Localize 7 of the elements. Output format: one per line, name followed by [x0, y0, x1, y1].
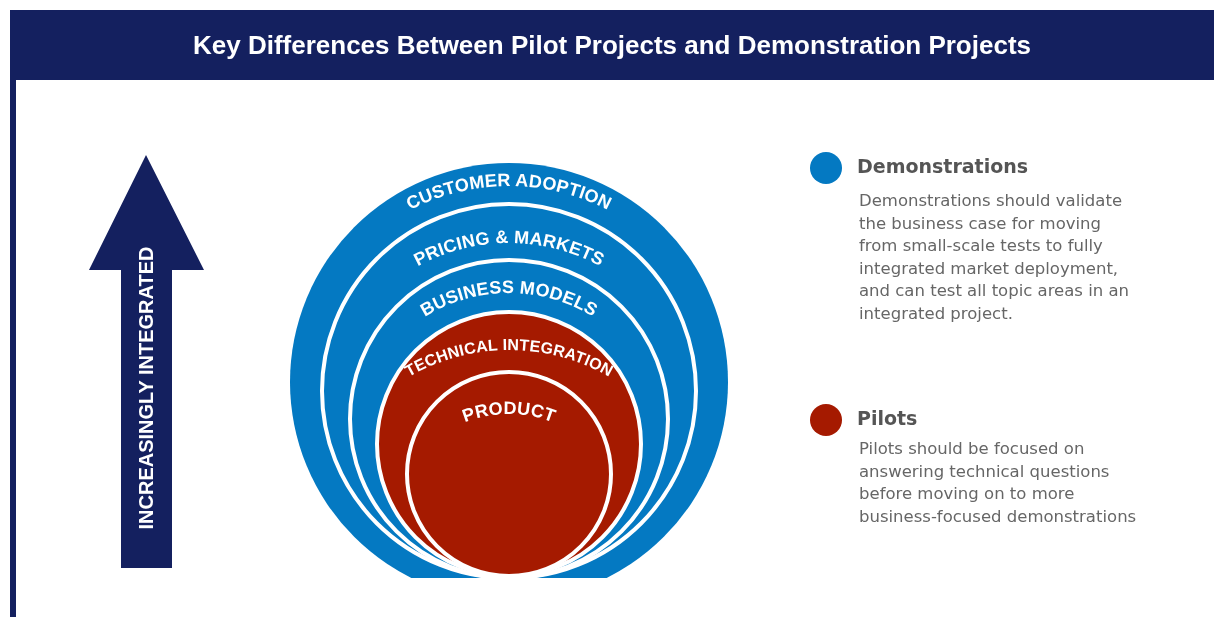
ring-label: PRODUCT: [459, 397, 559, 427]
legend-heading: Pilots: [857, 407, 918, 429]
legend-heading: Demonstrations: [857, 155, 1029, 177]
title-banner: Key Differences Between Pilot Projects and Demonstration Projects: [10, 10, 1214, 80]
legend-description: Demonstrations should validate the business case for moving from small-scale tests to fully integrated market deployment, and can test all topic areas in an integrated project.: [859, 190, 1131, 325]
legend-description: Pilots should be focused on answering technical questions before moving on to more business-focused demonstrations: [859, 438, 1138, 528]
arrow-label: INCREASINGLY INTEGRATED: [134, 245, 158, 532]
